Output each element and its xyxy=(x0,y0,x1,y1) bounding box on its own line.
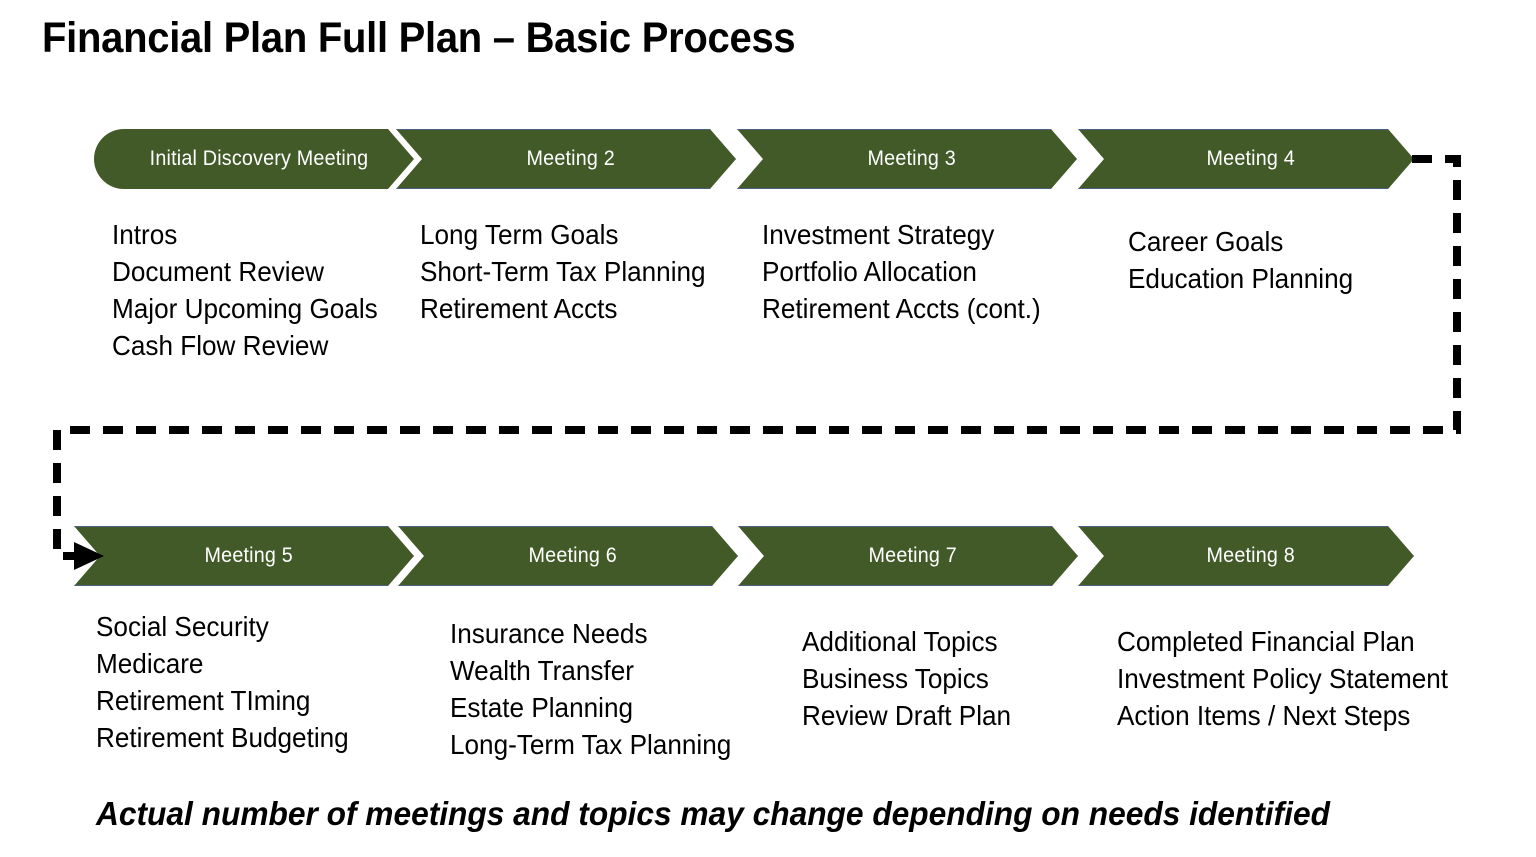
process-row-1: Initial Discovery Meeting Meeting 2 Meet… xyxy=(0,129,1536,189)
stage-label: Initial Discovery Meeting xyxy=(149,147,369,170)
topic-item: Education Planning xyxy=(1128,263,1354,294)
stage-label: Meeting 5 xyxy=(204,544,293,567)
topic-item: Wealth Transfer xyxy=(450,655,634,686)
topic-item: Retirement TIming xyxy=(96,685,311,716)
stage-meeting-2[interactable]: Meeting 2 xyxy=(396,129,736,189)
topic-item: Insurance Needs xyxy=(450,618,648,649)
topics-meeting-5: Social Security Medicare Retirement TImi… xyxy=(96,608,349,756)
stage-label: Meeting 7 xyxy=(868,544,957,567)
stage-meeting-6[interactable]: Meeting 6 xyxy=(398,526,738,586)
topic-item: Document Review xyxy=(112,256,324,287)
topic-item: Intros xyxy=(112,219,178,250)
stage-label: Meeting 2 xyxy=(526,147,615,170)
topics-meeting-6: Insurance Needs Wealth Transfer Estate P… xyxy=(450,615,731,763)
topics-meeting-2: Long Term Goals Short-Term Tax Planning … xyxy=(420,216,706,327)
topic-item: Retirement Budgeting xyxy=(96,722,349,753)
topic-item: Investment Policy Statement xyxy=(1117,663,1449,694)
topic-item: Major Upcoming Goals xyxy=(112,293,378,324)
topic-item: Estate Planning xyxy=(450,692,634,723)
stage-meeting-3[interactable]: Meeting 3 xyxy=(737,129,1077,189)
stage-label: Meeting 4 xyxy=(1206,147,1295,170)
page-title: Financial Plan Full Plan – Basic Process xyxy=(42,14,796,62)
topic-item: Short-Term Tax Planning xyxy=(420,256,706,287)
topic-item: Career Goals xyxy=(1128,226,1284,257)
topic-item: Long-Term Tax Planning xyxy=(450,729,732,760)
topic-item: Medicare xyxy=(96,648,204,679)
topic-item: Retirement Accts xyxy=(420,293,618,324)
topic-item: Retirement Accts (cont.) xyxy=(762,293,1041,324)
stage-label: Meeting 6 xyxy=(528,544,617,567)
topic-item: Social Security xyxy=(96,611,269,642)
topic-item: Portfolio Allocation xyxy=(762,256,977,287)
stage-meeting-8[interactable]: Meeting 8 xyxy=(1078,526,1414,586)
footer-note: Actual number of meetings and topics may… xyxy=(96,795,1330,832)
topic-item: Review Draft Plan xyxy=(802,700,1012,731)
topic-item: Investment Strategy xyxy=(762,219,995,250)
process-row-2: Meeting 5 Meeting 6 Meeting 7 Meeting 8 xyxy=(0,526,1536,586)
stage-initial-discovery-meeting[interactable]: Initial Discovery Meeting xyxy=(94,129,414,189)
topic-item: Business Topics xyxy=(802,663,989,694)
topics-meeting-3: Investment Strategy Portfolio Allocation… xyxy=(762,216,1041,327)
topic-item: Long Term Goals xyxy=(420,219,619,250)
topic-item: Action Items / Next Steps xyxy=(1117,700,1411,731)
topics-initial-discovery-meeting: Intros Document Review Major Upcoming Go… xyxy=(112,216,378,364)
stage-meeting-4[interactable]: Meeting 4 xyxy=(1078,129,1414,189)
topics-meeting-4: Career Goals Education Planning xyxy=(1128,223,1353,297)
stage-meeting-5[interactable]: Meeting 5 xyxy=(74,526,414,586)
topic-item: Completed Financial Plan xyxy=(1117,626,1415,657)
stage-label: Meeting 8 xyxy=(1206,544,1295,567)
stage-meeting-7[interactable]: Meeting 7 xyxy=(738,526,1078,586)
topic-item: Cash Flow Review xyxy=(112,330,329,361)
topic-item: Additional Topics xyxy=(802,626,998,657)
topics-meeting-8: Completed Financial Plan Investment Poli… xyxy=(1117,623,1448,734)
topics-meeting-7: Additional Topics Business Topics Review… xyxy=(802,623,1011,734)
stage-label: Meeting 3 xyxy=(867,147,956,170)
